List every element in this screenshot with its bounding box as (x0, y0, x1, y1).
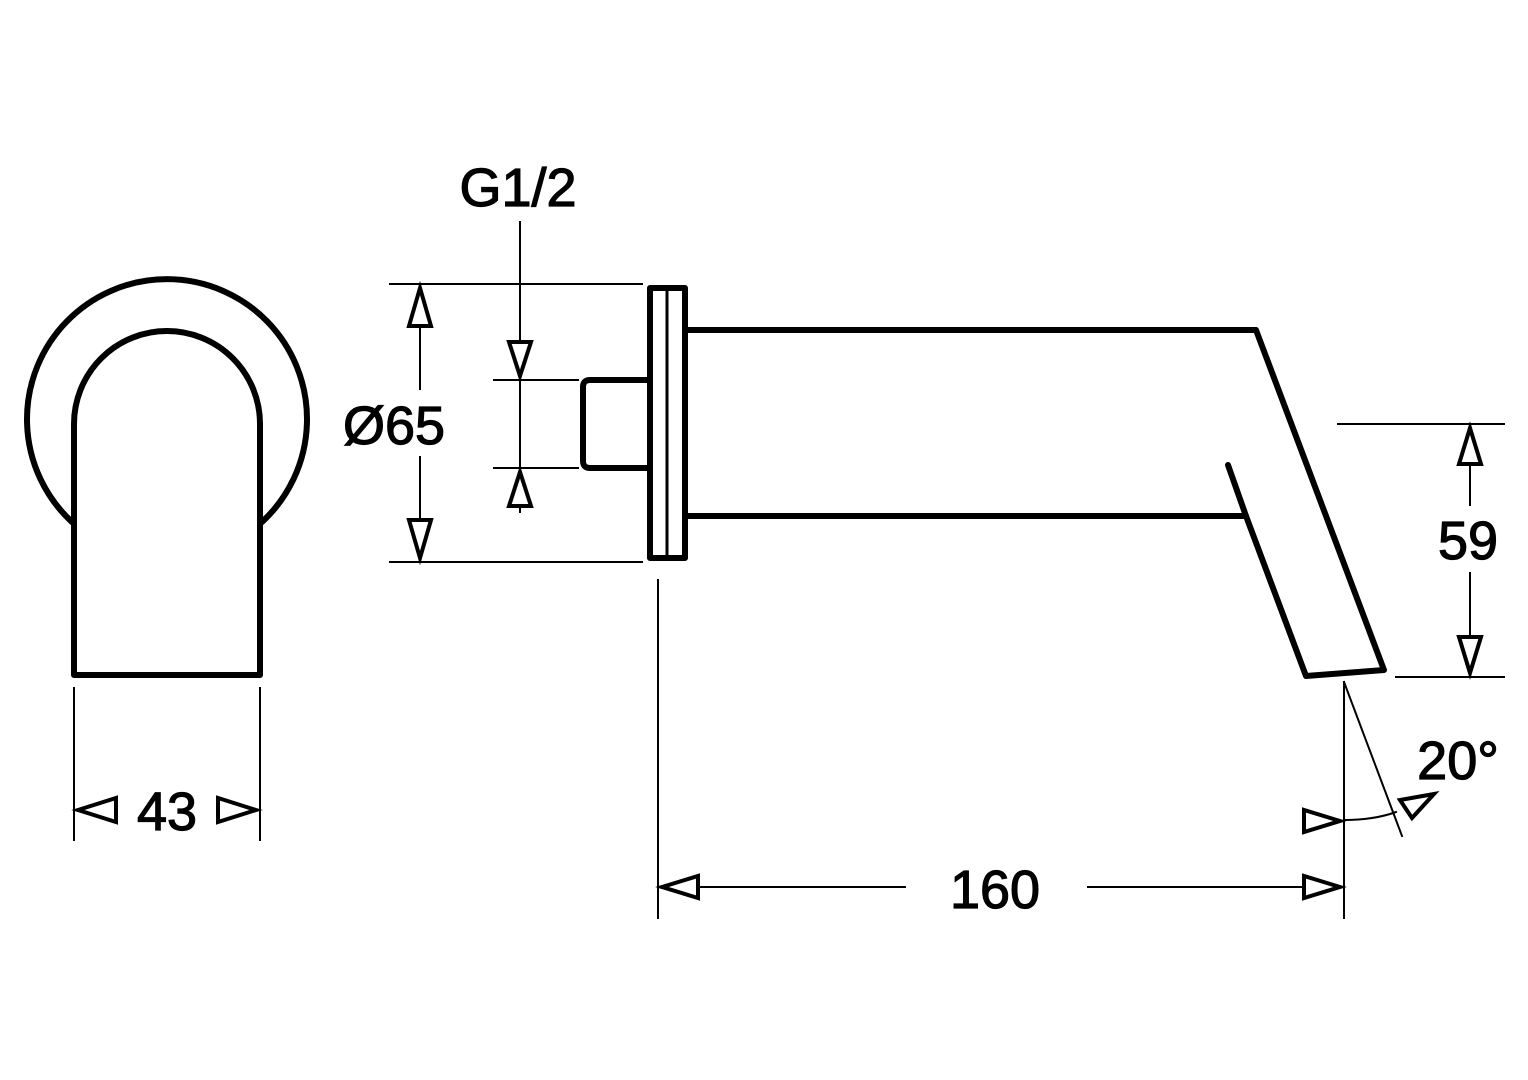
thread-arrow-bottom (506, 465, 534, 508)
length-arrow-right (1302, 873, 1347, 901)
height-dimension-label: 59 (1438, 511, 1498, 571)
front-view-outer-rosette (24, 276, 310, 525)
diameter-label-mask (336, 390, 454, 456)
spout-inner-bend-line (1225, 462, 1249, 519)
angle-reference-line (1342, 680, 1404, 838)
height-arrow-bottom (1456, 635, 1484, 680)
angle-dimension-label: 20° (1417, 731, 1499, 791)
height-arrow-top (1456, 421, 1484, 466)
diameter-dimension-label: Ø65 (343, 396, 445, 456)
diameter-arrow-bottom (406, 518, 434, 566)
front-view: 43 (24, 276, 310, 843)
thread-connector (580, 377, 653, 471)
thread-dimension-label: G1/2 (459, 158, 576, 218)
spout-body-outline (682, 327, 1387, 679)
front-view-spout-body (71, 328, 263, 678)
thread-arrow-top (506, 340, 534, 383)
height-label-mask (1424, 506, 1514, 572)
width-dimension-label: 43 (137, 782, 197, 842)
width-arrow-right (216, 795, 263, 825)
length-arrow-left (655, 873, 700, 901)
angle-arrow-left (1302, 807, 1347, 835)
length-dimension-label: 160 (950, 860, 1040, 920)
diameter-arrow-top (406, 280, 434, 328)
angle-arrow-right (1396, 791, 1440, 822)
width-arrow-left (71, 795, 118, 825)
side-view: Ø65 G1/2 59 160 20° (336, 157, 1514, 921)
angle-arc (1342, 810, 1398, 822)
